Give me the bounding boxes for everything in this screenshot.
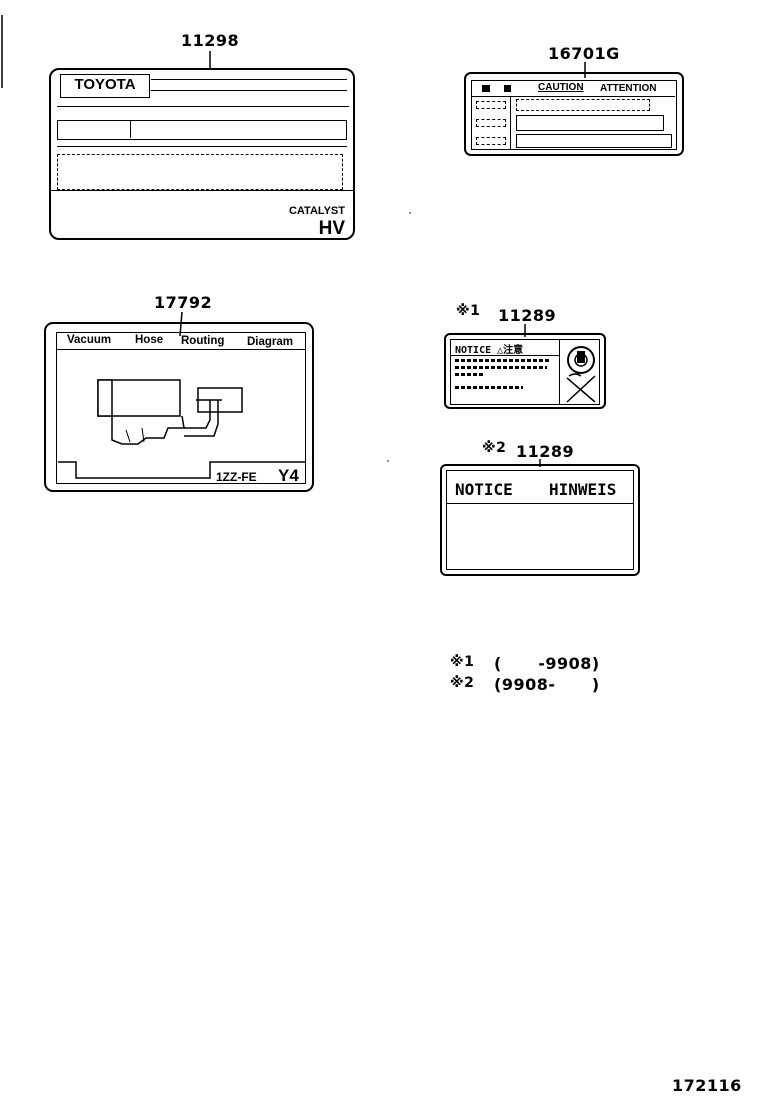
vacuum-hose-label: Vacuum Hose Routing Diagram 1ZZ-FE Y4 bbox=[44, 322, 314, 492]
caution-inner-frame: CAUTION ATTENTION bbox=[471, 80, 677, 150]
vacuum-code: Y4 bbox=[278, 466, 299, 485]
notice-small-rule bbox=[451, 355, 559, 356]
vacuum-title-word-4: Diagram bbox=[247, 336, 294, 348]
field-rule bbox=[57, 146, 347, 147]
legend-marker-1: ※1 bbox=[450, 654, 475, 670]
caution-text: CAUTION bbox=[538, 82, 584, 93]
notice-large-notice: NOTICE bbox=[455, 480, 513, 499]
notice-large-hinweis: HINWEIS bbox=[549, 480, 617, 499]
figure-number: 172116 bbox=[672, 1076, 742, 1095]
spec-dashed-field bbox=[57, 154, 343, 190]
catalyst-code: HV bbox=[318, 218, 345, 239]
vacuum-title-word-2: Hose bbox=[135, 334, 164, 346]
legend-range-2: (9908- ) bbox=[494, 675, 600, 694]
vacuum-diagram-frame: Vacuum Hose Routing Diagram bbox=[56, 332, 306, 484]
toyota-brand: TOYOTA bbox=[60, 74, 150, 98]
part-number-11289-large: 11289 bbox=[516, 442, 575, 461]
label-rule-3 bbox=[57, 106, 349, 107]
caution-col-divider bbox=[510, 96, 511, 149]
part-number-17792: 17792 bbox=[154, 293, 213, 312]
notice-large-label: NOTICE HINWEIS bbox=[440, 464, 640, 576]
vacuum-schematic bbox=[58, 379, 306, 479]
caution-left-field-1 bbox=[476, 101, 506, 109]
vacuum-title-rule bbox=[57, 349, 305, 350]
catalyst-label: TOYOTA CATALYST HV bbox=[49, 68, 355, 240]
catalyst-text: CATALYST bbox=[288, 205, 345, 217]
label-rule-2 bbox=[151, 90, 347, 91]
caution-field-2 bbox=[516, 115, 664, 131]
notice-small-fineprint bbox=[455, 359, 555, 389]
vacuum-title-word-1: Vacuum bbox=[67, 334, 112, 346]
marker-2: ※2 bbox=[482, 440, 507, 456]
engine-code: 1ZZ-FE bbox=[216, 470, 257, 484]
legend-range-1: ( -9908) bbox=[494, 654, 600, 673]
caution-field-3 bbox=[516, 134, 672, 148]
caution-left-field-2 bbox=[476, 119, 506, 127]
caution-header-rule bbox=[472, 96, 675, 97]
spec-field-row bbox=[57, 120, 347, 140]
legend-marker-2: ※2 bbox=[450, 675, 475, 691]
caution-left-field-3 bbox=[476, 137, 506, 145]
notice-large-rule bbox=[447, 503, 633, 504]
catalyst-divider bbox=[51, 190, 353, 191]
caution-label: CAUTION ATTENTION bbox=[464, 72, 684, 156]
part-number-16701g: 16701G bbox=[548, 44, 620, 63]
part-number-11289-small: 11289 bbox=[498, 306, 557, 325]
attention-text: ATTENTION bbox=[600, 83, 657, 94]
vacuum-title-word-3: Routing bbox=[181, 335, 225, 347]
notice-small-col bbox=[559, 340, 560, 404]
part-number-11298: 11298 bbox=[181, 31, 240, 50]
caution-field-1 bbox=[516, 99, 650, 111]
notice-pictogram bbox=[566, 346, 596, 403]
warning-symbols bbox=[476, 83, 516, 95]
notice-small-label: NOTICE △注意 bbox=[444, 333, 606, 409]
label-rule-1 bbox=[151, 79, 347, 80]
notice-small-frame: NOTICE △注意 bbox=[450, 339, 600, 405]
notice-large-frame: NOTICE HINWEIS bbox=[446, 470, 634, 570]
marker-1: ※1 bbox=[456, 303, 481, 319]
notice-small-text: NOTICE △注意 bbox=[455, 345, 524, 356]
